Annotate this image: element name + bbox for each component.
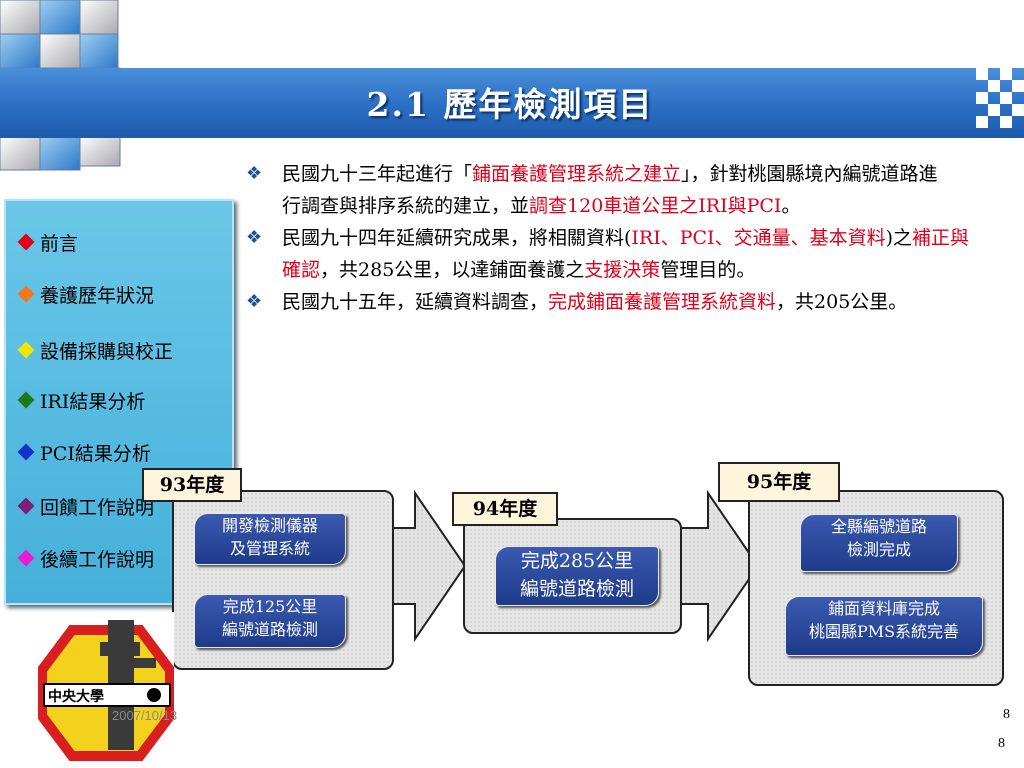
year-94-label: 94年度 — [452, 492, 558, 526]
task-develop-instruments: 開發檢測儀器 及管理系統 — [194, 513, 346, 565]
page-number-secondary: 8 — [998, 736, 1005, 751]
year-93-label: 93年度 — [142, 468, 242, 502]
arrow-93-to-94 — [389, 489, 467, 643]
university-logo-text: 中央大學 — [48, 688, 104, 705]
bullet-diamond-icon: ❖ — [246, 227, 263, 248]
year-95-label: 95年度 — [718, 462, 840, 502]
arrow-94-to-95 — [677, 489, 760, 643]
bullet-item: ❖ 民國九十五年，延續資料調查，完成鋪面養護管理系統資料，共205公里。 — [244, 286, 952, 318]
task-285km-inspection: 完成285公里 編號道路檢測 — [495, 546, 659, 606]
corner-decoration — [976, 68, 1024, 128]
bullet-item: ❖ 民國九十四年延續研究成果，將相關資料(IRI、PCI、交通量、基本資料)之補… — [244, 222, 972, 286]
sidebar-item-label: 養護歷年狀況 — [40, 285, 155, 307]
task-125km-inspection: 完成125公里 編號道路檢測 — [194, 594, 346, 648]
bullet-diamond-icon: ❖ — [246, 291, 263, 312]
sidebar-item-feedback[interactable]: 回饋工作說明 — [17, 493, 155, 520]
slide-title: 2.1 歷年檢測項目 — [366, 85, 654, 124]
sidebar-item-label: IRI結果分析 — [40, 391, 146, 413]
sidebar-item-future-work[interactable]: 後續工作說明 — [17, 545, 155, 572]
bullet-item: ❖ 民國九十三年起進行「鋪面養護管理系統之建立」，針對桃園縣境內編號道路進行調查… — [244, 158, 952, 222]
bullet-list: ❖ 民國九十三年起進行「鋪面養護管理系統之建立」，針對桃園縣境內編號道路進行調查… — [244, 158, 969, 318]
task-pms-database-complete: 鋪面資料庫完成 桃園縣PMS系統完善 — [785, 596, 983, 656]
sidebar-item-label: 前言 — [40, 233, 79, 255]
title-banner — [0, 68, 1024, 138]
sidebar-item-pci-analysis[interactable]: PCI結果分析 — [17, 439, 151, 466]
sidebar-item-label: 後續工作說明 — [40, 549, 155, 571]
sidebar-item-label: 設備採購與校正 — [40, 341, 174, 363]
sidebar-menu: 前言 養護歷年狀況 設備採購與校正 IRI結果分析 PCI結果分析 回饋工作說明… — [4, 199, 234, 605]
university-logo: 中央大學 — [38, 612, 174, 762]
sidebar-item-label: PCI結果分析 — [40, 443, 151, 465]
footer-date: 2007/10/13 — [112, 708, 178, 723]
page-number: 8 — [1003, 707, 1010, 722]
sidebar-item-maintenance-history[interactable]: 養護歷年狀況 — [17, 281, 155, 308]
bullet-diamond-icon: ❖ — [246, 163, 263, 184]
task-county-inspection-complete: 全縣編號道路 檢測完成 — [800, 514, 958, 572]
sidebar-item-introduction[interactable]: 前言 — [17, 229, 79, 256]
sidebar-item-label: 回饋工作說明 — [40, 497, 155, 519]
sidebar-item-iri-analysis[interactable]: IRI結果分析 — [17, 387, 146, 414]
sidebar-item-equipment-calibration[interactable]: 設備採購與校正 — [17, 337, 174, 364]
